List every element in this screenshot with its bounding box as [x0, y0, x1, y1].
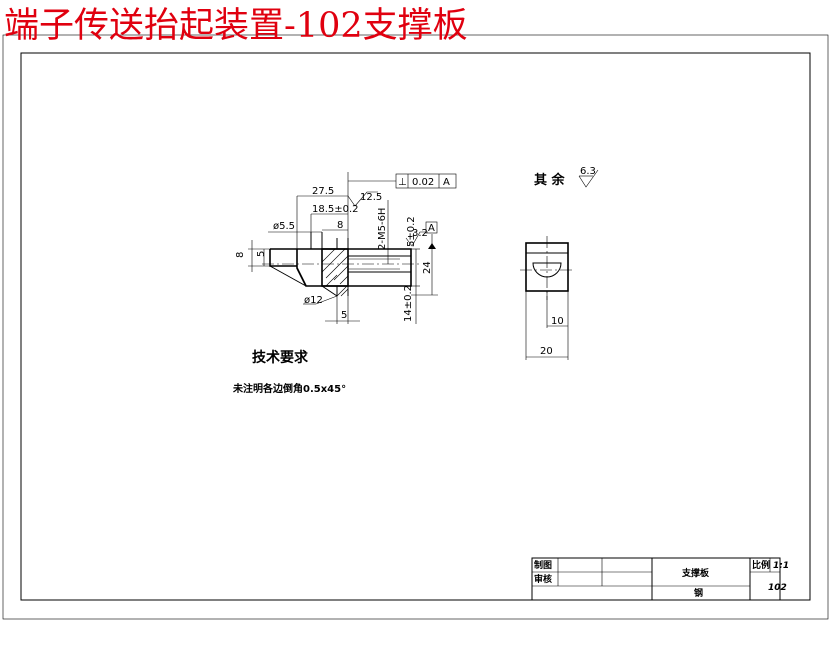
- roughness-symbol-right: 3.2: [405, 228, 428, 247]
- svg-text:12.5: 12.5: [360, 192, 382, 203]
- dim-27-5: 27.5: [312, 186, 334, 197]
- page-title: 端子传送抬起装置-102支撑板: [4, 6, 468, 46]
- dim-10: 10: [551, 316, 564, 327]
- dim-5-left: 5: [256, 251, 267, 257]
- dim-14: 14±0.2: [403, 285, 414, 322]
- title-block: 制图 审核 支撑板 比例 1:1 钢 102: [531, 557, 789, 601]
- tolerance-symbol: ⊥: [398, 177, 407, 188]
- dim-dia-12: ø12: [304, 295, 323, 306]
- svg-text:A: A: [428, 223, 435, 234]
- dim-8-top: 8: [337, 220, 343, 231]
- tolerance-value: 0.02: [412, 177, 434, 188]
- title-block-material: 钢: [694, 587, 703, 599]
- dim-24: 24: [422, 261, 433, 274]
- front-view: [262, 232, 420, 297]
- datum-marker: A: [425, 221, 438, 249]
- title-block-part-name: 支撑板: [681, 567, 710, 579]
- title-block-drawing-no: 102: [768, 583, 787, 593]
- tech-requirements-note: 未注明各边倒角0.5x45°: [232, 382, 346, 395]
- front-view-dimensions: 27.5 18.5±0.2 8 ø5.5 8 5 ø12 5 2-M5-6H 5…: [235, 172, 438, 324]
- svg-text:6.3: 6.3: [580, 166, 596, 177]
- svg-text:3.2: 3.2: [412, 228, 428, 239]
- sheet-border: [2, 34, 829, 620]
- remaining-label: 其 余: [534, 172, 566, 188]
- section-hatch: [321, 248, 349, 297]
- side-view: 10 20: [520, 236, 575, 360]
- title-block-drawn-label: 制图: [534, 559, 552, 571]
- dim-8-left: 8: [235, 252, 246, 258]
- dim-m5: 2-M5-6H: [377, 208, 388, 250]
- remaining-roughness: 其 余 6.3: [534, 166, 599, 188]
- tech-requirements-heading: 技术要求: [252, 349, 309, 366]
- title-block-checked-label: 审核: [534, 573, 552, 585]
- tolerance-datum: A: [443, 177, 450, 188]
- tolerance-frame: ⊥ 0.02 A: [348, 173, 457, 189]
- title-block-scale-label: 比例: [752, 559, 770, 571]
- dim-20: 20: [540, 346, 553, 357]
- drawing-frame: [20, 52, 811, 601]
- roughness-symbol-left: 12.5: [347, 191, 382, 207]
- dim-18-5: 18.5±0.2: [312, 204, 359, 215]
- dim-5-bottom: 5: [341, 310, 347, 321]
- dim-5-right: 5±0.2: [406, 216, 417, 247]
- dim-dia-5-5: ø5.5: [273, 221, 295, 232]
- title-block-scale-value: 1:1: [773, 561, 789, 571]
